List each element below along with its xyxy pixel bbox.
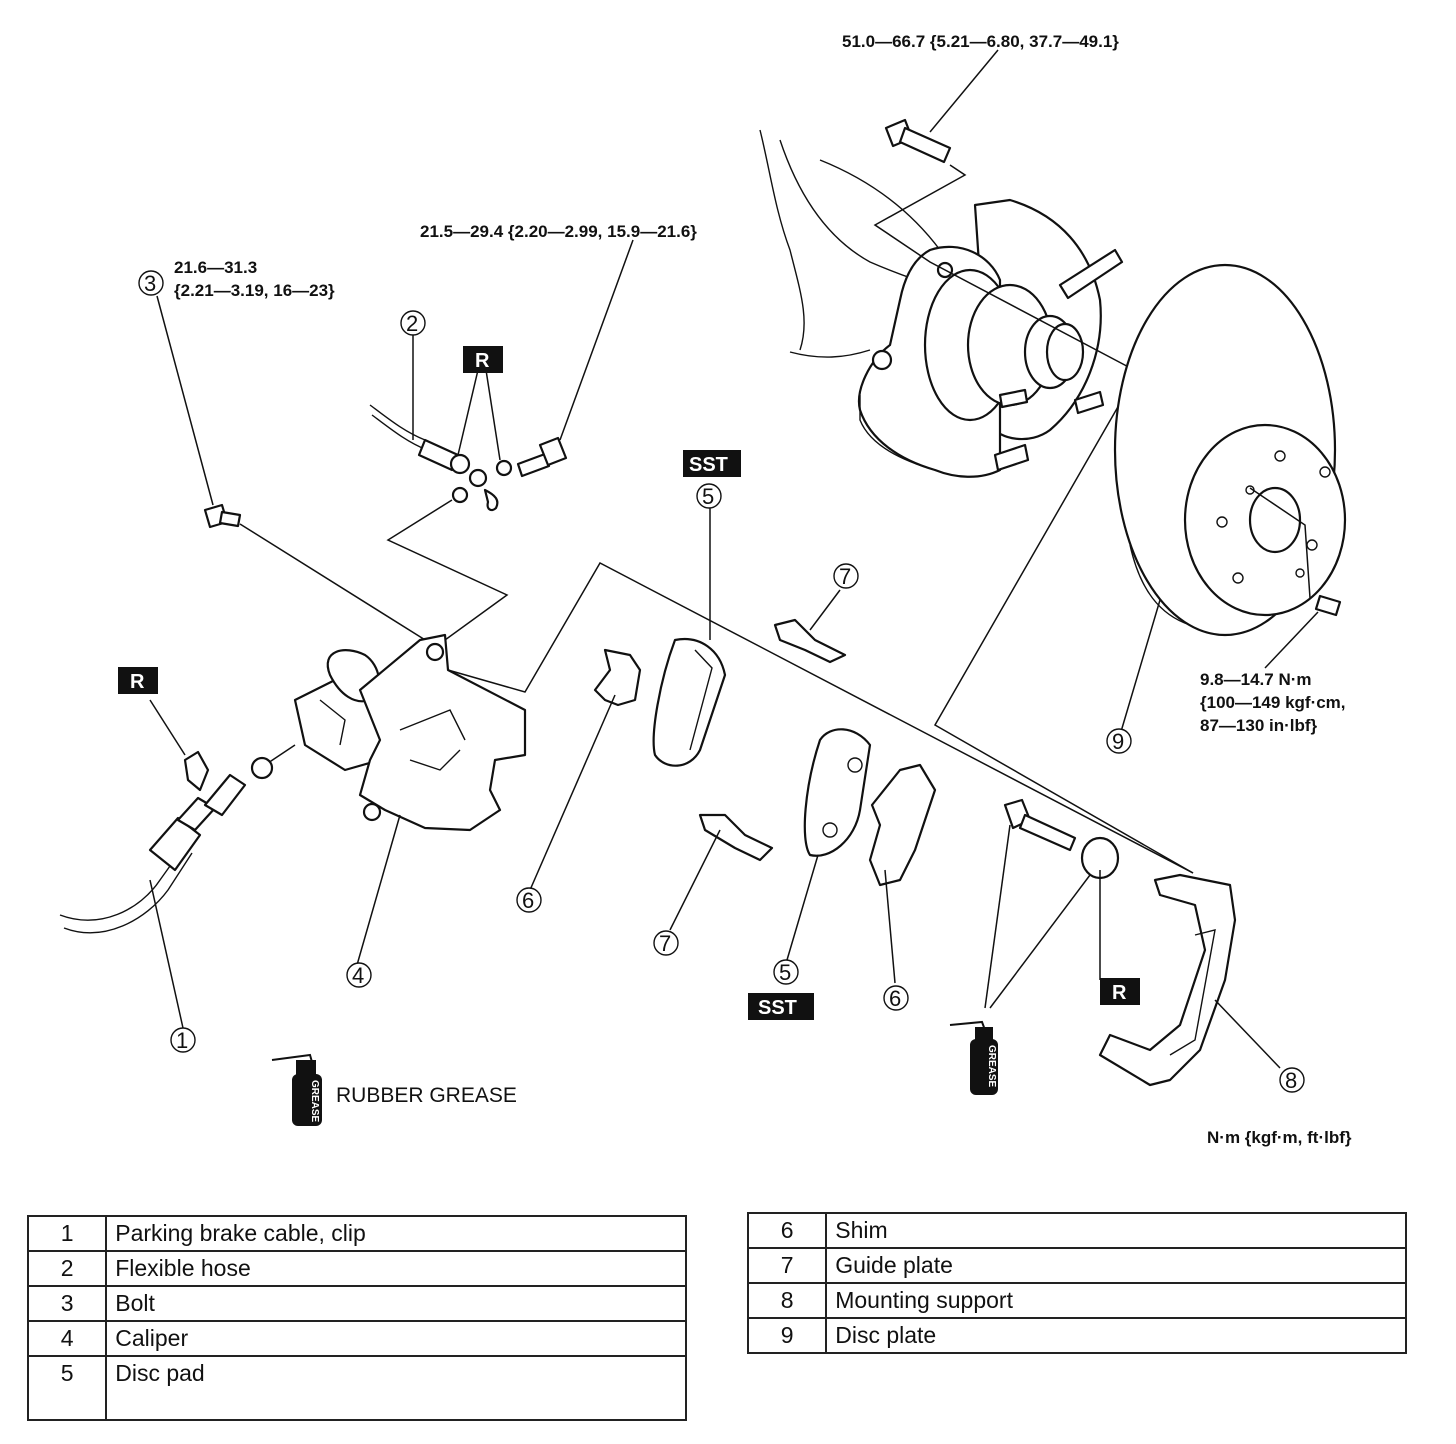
part-name: Bolt [105, 1285, 687, 1322]
table-row: 4 Caliper [26, 1320, 687, 1357]
replace-tag-boot: R [1100, 978, 1140, 1005]
table-row: 3 Bolt [26, 1285, 687, 1322]
torque-caliper-bolt-1: 21.6—31.3 [174, 258, 257, 277]
callout-5-upper: 5 [696, 483, 722, 509]
parts-table-left: 1 Parking brake cable, clip 2 Flexible h… [26, 1215, 687, 1421]
callout-7-upper: 7 [833, 563, 859, 589]
svg-text:5: 5 [702, 484, 714, 509]
part-name: Caliper [105, 1320, 687, 1357]
svg-text:3: 3 [144, 271, 156, 296]
callout-6-upper: 6 [516, 887, 542, 913]
svg-text:5: 5 [779, 960, 791, 985]
part-name: Mounting support [825, 1282, 1407, 1319]
grease-tube-pin-label: GREASE [986, 1045, 997, 1088]
callout-7-lower: 7 [653, 930, 679, 956]
svg-text:R: R [475, 350, 490, 372]
svg-text:6: 6 [522, 888, 534, 913]
callout-9: 9 [1106, 728, 1132, 754]
replace-tag-hose: R [463, 346, 503, 373]
table-row: 1 Parking brake cable, clip [26, 1215, 687, 1252]
part-name: Parking brake cable, clip [105, 1215, 687, 1252]
callout-1: 1 [170, 1027, 196, 1053]
shim-lower [868, 763, 937, 887]
guide-pin-and-boot [1003, 798, 1120, 880]
svg-text:7: 7 [659, 931, 671, 956]
disc-plate [1113, 263, 1347, 637]
flexible-hose-assembly [369, 404, 568, 512]
part-number: 9 [746, 1317, 828, 1354]
replace-tag-cable: R [118, 667, 158, 694]
callout-5-lower: 5 [773, 959, 799, 985]
part-number: 5 [26, 1355, 108, 1421]
table-row: 7 Guide plate [746, 1247, 1407, 1284]
part-number: 8 [746, 1282, 828, 1319]
svg-text:2: 2 [406, 311, 418, 336]
guide-plate-upper [773, 618, 847, 664]
callout-4: 4 [346, 962, 372, 988]
caliper [293, 633, 527, 832]
table-row: 8 Mounting support [746, 1282, 1407, 1319]
hub-bolt [884, 118, 952, 164]
torque-hose-bolt: 21.5—29.4 {2.20—2.99, 15.9—21.6} [420, 222, 697, 241]
part-name: Shim [825, 1212, 1407, 1249]
sst-tag-upper: SST [683, 450, 741, 477]
svg-text:1: 1 [176, 1028, 188, 1053]
part-name: Flexible hose [105, 1250, 687, 1287]
svg-text:9: 9 [1112, 729, 1124, 754]
disc-pad-lower [803, 728, 872, 857]
svg-text:R: R [130, 671, 145, 693]
torque-hub-bolt: 51.0—66.7 {5.21—6.80, 37.7—49.1} [842, 32, 1119, 51]
part-name: Disc pad [105, 1355, 687, 1421]
shim-upper [593, 648, 642, 707]
table-row: 5 Disc pad [26, 1355, 687, 1421]
svg-text:6: 6 [889, 986, 901, 1011]
grease-tube-pin-icon: GREASE [949, 1020, 998, 1095]
torque-disc-screw-1: 9.8—14.7 N·m [1200, 670, 1312, 689]
callout-8: 8 [1279, 1067, 1305, 1093]
grease-tube-label: GREASE [309, 1080, 320, 1123]
part-number: 6 [746, 1212, 828, 1249]
brake-exploded-diagram: 51.0—66.7 {5.21—6.80, 37.7—49.1} 21.5—29… [59, 32, 1352, 1147]
svg-text:8: 8 [1285, 1068, 1297, 1093]
part-number: 4 [26, 1320, 108, 1357]
svg-text:SST: SST [689, 454, 728, 476]
svg-text:7: 7 [839, 564, 851, 589]
mounting-support [1098, 873, 1237, 1087]
torque-disc-screw-2: {100—149 kgf·cm, [1200, 693, 1346, 712]
callout-6-lower: 6 [883, 985, 909, 1011]
part-number: 3 [26, 1285, 108, 1322]
rubber-grease-label: RUBBER GREASE [336, 1084, 517, 1107]
disc-pad-upper [652, 637, 727, 767]
parts-table-right: 6 Shim 7 Guide plate 8 Mounting support … [746, 1212, 1407, 1354]
sst-tag-lower: SST [748, 993, 814, 1020]
units-note: N·m {kgf·m, ft·lbf} [1207, 1128, 1352, 1147]
svg-text:R: R [1112, 982, 1127, 1004]
callout-2: 2 [400, 310, 426, 336]
part-number: 2 [26, 1250, 108, 1287]
part-number: 7 [746, 1247, 828, 1284]
knuckle-hub-assembly [759, 129, 1124, 478]
callout-3: 3 [138, 270, 164, 296]
svg-text:SST: SST [758, 997, 797, 1019]
part-name: Disc plate [825, 1317, 1407, 1354]
part-name: Guide plate [825, 1247, 1407, 1284]
part-number: 1 [26, 1215, 108, 1252]
svg-text:4: 4 [352, 963, 364, 988]
torque-disc-screw-3: 87—130 in·lbf} [1200, 716, 1318, 735]
guide-plate-lower [698, 813, 774, 862]
table-row: 6 Shim [746, 1212, 1407, 1249]
torque-caliper-bolt-2: {2.21—3.19, 16—23} [174, 281, 335, 300]
table-row: 9 Disc plate [746, 1317, 1407, 1354]
grease-tube-icon: GREASE [271, 1053, 322, 1126]
parking-brake-cable [59, 750, 274, 934]
table-row: 2 Flexible hose [26, 1250, 687, 1287]
